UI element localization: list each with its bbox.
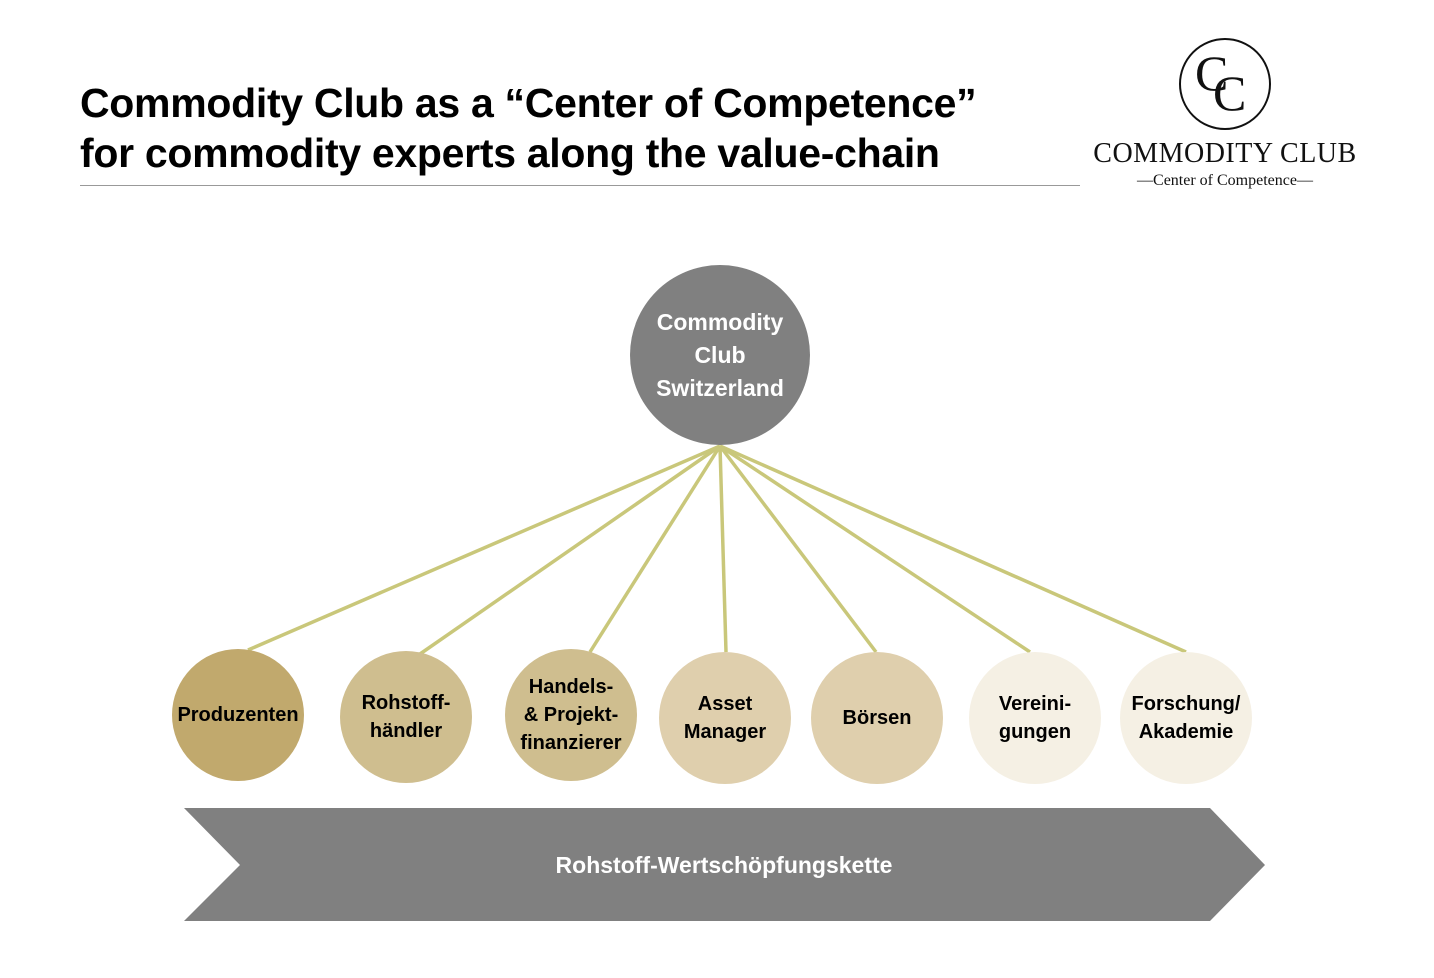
node-label: Manager	[683, 721, 767, 743]
node-label: händler	[369, 720, 443, 742]
title-divider	[80, 185, 1080, 186]
logo-name: COMMODITY CLUB	[1093, 138, 1357, 169]
page-title: Commodity Club as a “Center of Competenc…	[80, 78, 977, 178]
node-label: Börsen	[842, 707, 912, 729]
connector-line-vereinigungen	[719, 444, 1031, 654]
center-line: Commodity	[656, 308, 784, 335]
node-label: Akademie	[1138, 721, 1234, 743]
node-boersen: Börsen	[811, 652, 943, 784]
node-forschung-akademie: Forschung/Akademie	[1120, 652, 1252, 784]
node-label: Forschung/	[1131, 693, 1241, 715]
node-produzenten: Produzenten	[172, 649, 304, 781]
value-chain-arrow	[184, 808, 1265, 921]
node-label: Produzenten	[177, 704, 299, 726]
title-line-2: for commodity experts along the value-ch…	[80, 130, 940, 176]
center-line: Switzerland	[656, 374, 784, 401]
node-label: Rohstoff-	[361, 692, 451, 714]
node-label: gungen	[998, 721, 1072, 743]
connector-line-finanzierer	[588, 445, 722, 653]
node-label: Handels-	[528, 676, 614, 698]
node-rohstoffhaendler: Rohstoff-händler	[340, 651, 472, 783]
center-node-commodity-club: Commodity Club Switzerland	[630, 265, 810, 445]
connector-line-asset-manager	[718, 445, 728, 653]
node-label: Vereini-	[998, 693, 1072, 715]
node-finanzierer: Handels- & Projekt-finanzierer	[505, 649, 637, 781]
node-label: Asset	[697, 693, 753, 715]
node-label: & Projekt-	[523, 704, 619, 726]
center-line: Club	[694, 341, 746, 368]
title-line-1: Commodity Club as a “Center of Competenc…	[80, 80, 977, 126]
connector-line-boersen	[718, 444, 878, 654]
node-vereinigungen: Vereini-gungen	[969, 652, 1101, 784]
connector-line-rohstoffhaendler	[419, 444, 721, 656]
logo-tagline: —Center of Competence—	[1137, 172, 1313, 189]
node-label: finanzierer	[520, 732, 622, 754]
value-chain-label: Rohstoff-Wertschöpfungskette	[555, 852, 893, 878]
connector-line-forschung-akademie	[719, 444, 1187, 654]
connector-line-produzenten	[247, 444, 721, 652]
